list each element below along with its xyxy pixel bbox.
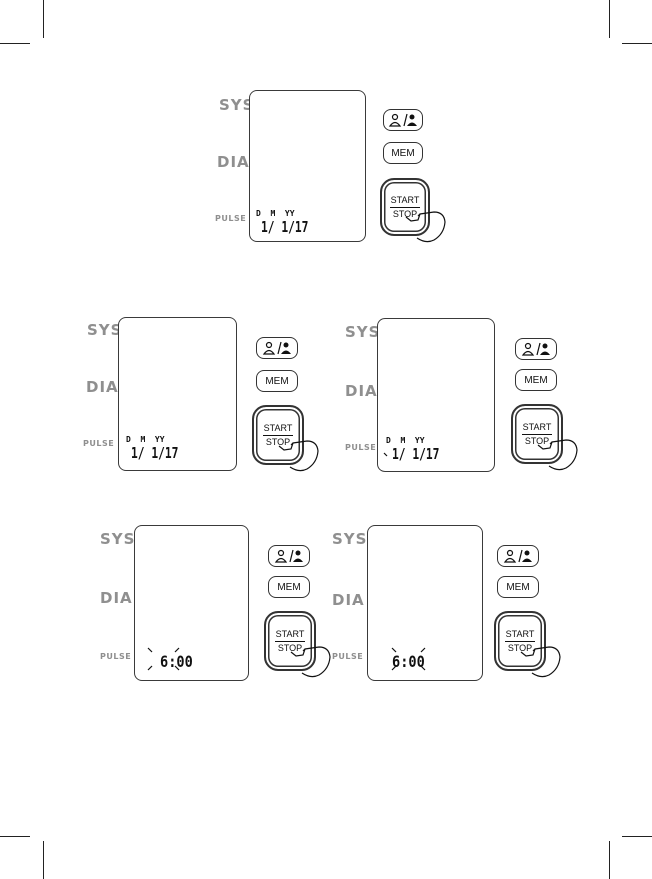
- hand-press-icon: [80, 315, 340, 485]
- crop-mark-bottom-right-h: [622, 836, 652, 837]
- blink-marks-icon: [96, 522, 356, 692]
- crop-mark-bottom-left-h: [0, 836, 30, 837]
- panel-4: SYS DIA PULSE 6:00 MEM START STOP: [96, 522, 356, 692]
- crop-mark-top-left-v: [43, 0, 44, 38]
- panel-2: SYS DIA PULSE D M YY 1/ 1/17 MEM START S…: [80, 315, 340, 485]
- crop-mark-bottom-left-v: [43, 841, 44, 879]
- blink-marks-icon: [328, 522, 588, 692]
- hand-press-icon: [212, 88, 472, 258]
- panel-5: SYS DIA PULSE 6:00 MEM START STOP: [328, 522, 588, 692]
- crop-mark-top-right-h: [622, 43, 652, 44]
- panel-1: SYS DIA PULSE D M YY 1/ 1/17 MEM START S…: [212, 88, 472, 258]
- crop-mark-bottom-right-v: [609, 841, 610, 879]
- crop-mark-top-right-v: [609, 0, 610, 38]
- panel-3: SYS DIA PULSE D M YY 1/ 1/17 MEM START S…: [340, 315, 600, 485]
- crop-mark-top-left-h: [0, 43, 30, 44]
- blink-marks-icon: [340, 315, 600, 485]
